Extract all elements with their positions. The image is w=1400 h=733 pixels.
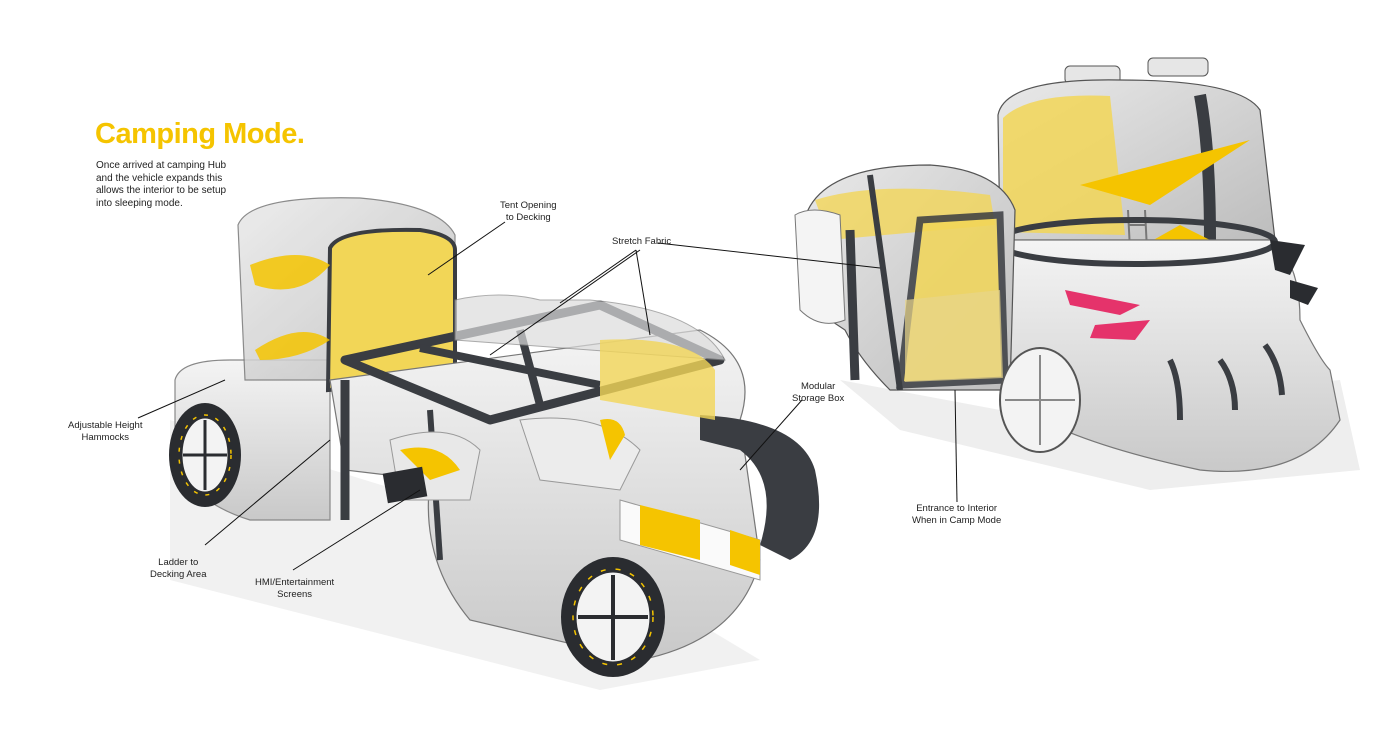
callout-lines xyxy=(137,221,958,571)
callout-hmi-screens: HMI/Entertainment Screens xyxy=(255,577,335,600)
description-text: Once arrived at camping Hub and the vehi… xyxy=(96,160,227,209)
callout-entrance-interior: Entrance to Interior When in Camp Mode xyxy=(912,503,1002,526)
rear-wheel-right xyxy=(999,347,1081,453)
callout-tent-opening: Tent Opening to Decking xyxy=(500,200,557,223)
right-vehicle-sketch xyxy=(794,57,1360,490)
page-title: Camping Mode. xyxy=(95,118,305,150)
front-wheel-left xyxy=(561,557,665,677)
rear-wheel-left xyxy=(169,403,241,507)
callout-stretch-fabric: Stretch Fabric xyxy=(612,236,672,247)
callout-modular-storage-box: Modular Storage Box xyxy=(792,381,845,404)
callout-adjustable-height-hammocks: Adjustable Height Hammocks xyxy=(68,420,143,443)
left-vehicle-sketch xyxy=(169,197,820,690)
callout-ladder: Ladder to Decking Area xyxy=(150,557,207,580)
